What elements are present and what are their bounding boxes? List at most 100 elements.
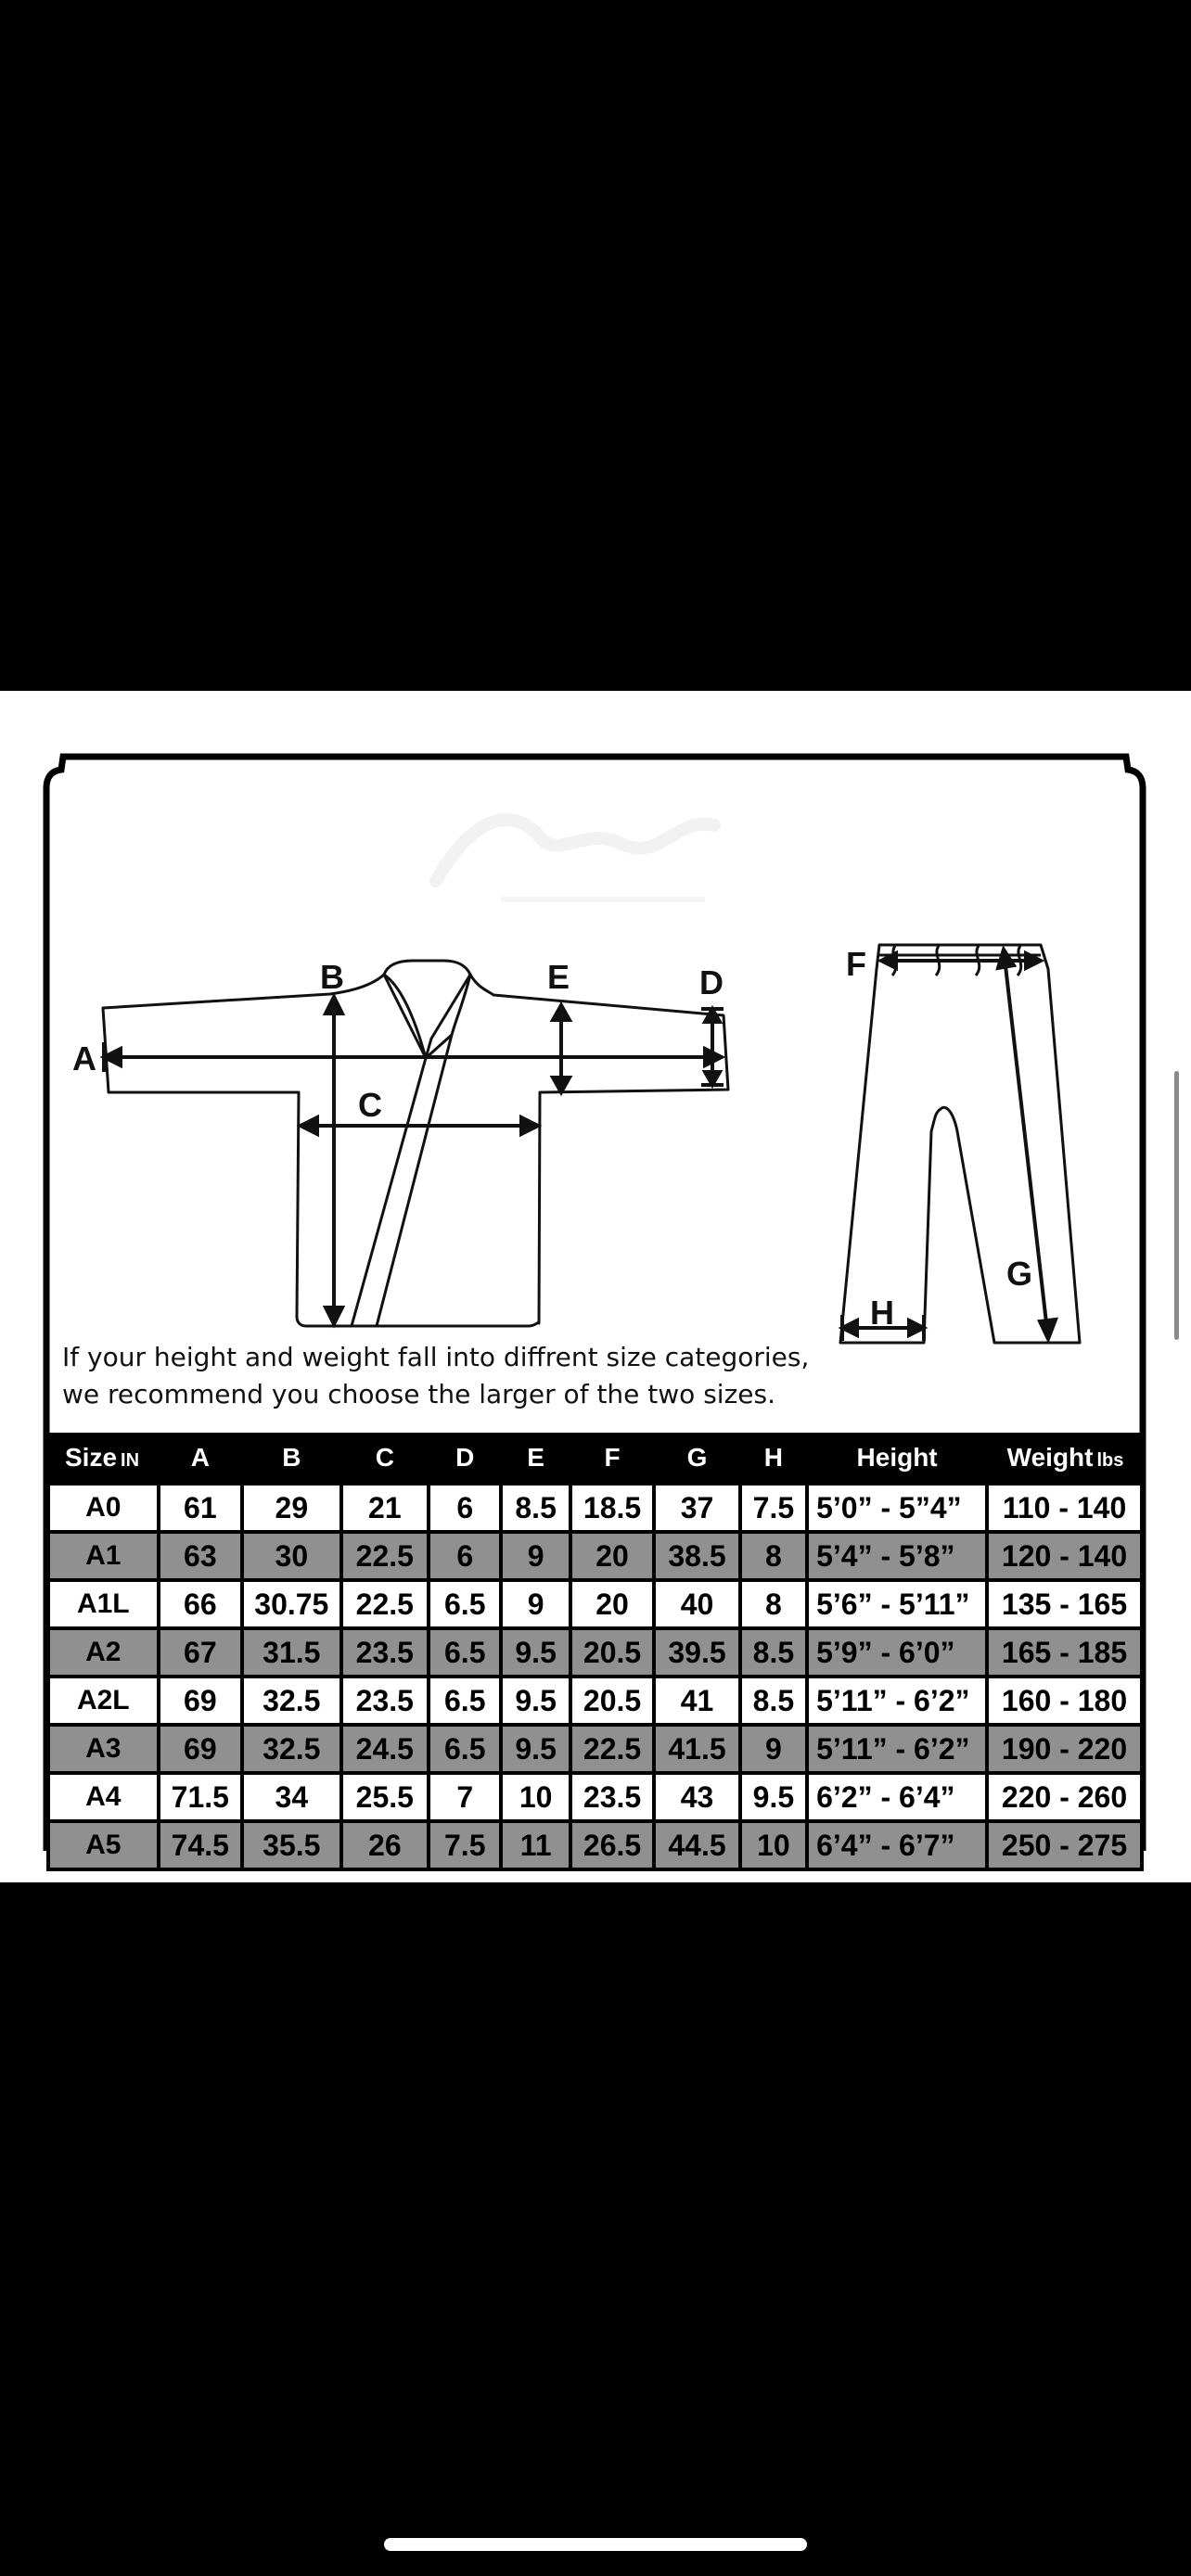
column-header-label: Weight xyxy=(1006,1442,1094,1472)
table-cell: A4 xyxy=(46,1771,160,1823)
table-cell: 69 xyxy=(156,1723,245,1775)
table-cell: A5 xyxy=(46,1819,160,1871)
table-cell: 23.5 xyxy=(339,1626,431,1678)
table-cell: 25.5 xyxy=(339,1771,431,1823)
table-cell: 43 xyxy=(652,1771,742,1823)
table-cell: 26 xyxy=(339,1819,431,1871)
table-cell: 6.5 xyxy=(427,1626,504,1678)
table-cell: 29 xyxy=(240,1482,343,1534)
table-cell: 5’11” - 6’2” xyxy=(805,1675,990,1727)
table-cell: 71.5 xyxy=(156,1771,245,1823)
table-cell: 9.5 xyxy=(499,1626,572,1678)
table-cell: 30.75 xyxy=(240,1578,343,1630)
table-cell: 220 - 260 xyxy=(985,1771,1144,1823)
column-header: D xyxy=(427,1433,502,1484)
table-cell: 110 - 140 xyxy=(985,1482,1144,1534)
column-header: G xyxy=(652,1433,740,1484)
table-cell: 21 xyxy=(339,1482,431,1534)
table-cell: 5’0” - 5”4” xyxy=(805,1482,990,1534)
column-header-label: C xyxy=(375,1442,394,1472)
table-cell: 24.5 xyxy=(339,1723,431,1775)
table-cell: 160 - 180 xyxy=(985,1675,1144,1727)
table-cell: 22.5 xyxy=(568,1723,657,1775)
table-cell: 120 - 140 xyxy=(985,1530,1144,1582)
column-header-label: G xyxy=(686,1442,708,1472)
size-chart-frame xyxy=(43,751,1146,1851)
top-black-area xyxy=(0,0,1191,691)
home-indicator[interactable] xyxy=(384,2538,807,2551)
table-cell: 6’2” - 6’4” xyxy=(805,1771,990,1823)
watermark-logo xyxy=(429,813,721,902)
table-cell: 5’11” - 6’2” xyxy=(805,1723,990,1775)
table-cell: 22.5 xyxy=(339,1530,431,1582)
column-header: Height xyxy=(805,1433,988,1484)
table-cell: 8.5 xyxy=(499,1482,572,1534)
table-cell: A2 xyxy=(46,1626,160,1678)
table-cell: 20.5 xyxy=(568,1626,657,1678)
table-cell: 7 xyxy=(427,1771,504,1823)
table-cell: A2L xyxy=(46,1675,160,1727)
table-cell: 5’4” - 5’8” xyxy=(805,1530,990,1582)
table-cell: 6 xyxy=(427,1530,504,1582)
table-cell: 10 xyxy=(737,1819,810,1871)
table-cell: 23.5 xyxy=(568,1771,657,1823)
table-cell: 7.5 xyxy=(737,1482,810,1534)
table-cell: A0 xyxy=(46,1482,160,1534)
column-header: A xyxy=(156,1433,243,1484)
table-cell: 9 xyxy=(499,1578,572,1630)
note-line-2: we recommend you choose the larger of th… xyxy=(62,1379,775,1409)
table-cell: 9.5 xyxy=(737,1771,810,1823)
table-cell: 6’4” - 6’7” xyxy=(805,1819,990,1871)
table-cell: 23.5 xyxy=(339,1675,431,1727)
table-cell: 41.5 xyxy=(652,1723,742,1775)
table-cell: 8 xyxy=(737,1578,810,1630)
scroll-indicator[interactable] xyxy=(1174,1071,1179,1340)
table-cell: 7.5 xyxy=(427,1819,504,1871)
table-cell: 35.5 xyxy=(240,1819,343,1871)
column-header-label: E xyxy=(527,1442,544,1472)
table-cell: 74.5 xyxy=(156,1819,245,1871)
table-cell: 5’6” - 5’11” xyxy=(805,1578,990,1630)
table-cell: 32.5 xyxy=(240,1675,343,1727)
table-cell: 26.5 xyxy=(568,1819,657,1871)
table-cell: 39.5 xyxy=(652,1626,742,1678)
table-cell: 30 xyxy=(240,1530,343,1582)
table-cell: 34 xyxy=(240,1771,343,1823)
table-cell: 61 xyxy=(156,1482,245,1534)
table-cell: 190 - 220 xyxy=(985,1723,1144,1775)
table-cell: 67 xyxy=(156,1626,245,1678)
column-header-unit: IN xyxy=(121,1449,140,1471)
column-header: H xyxy=(737,1433,808,1484)
table-cell: 41 xyxy=(652,1675,742,1727)
table-cell: 6.5 xyxy=(427,1675,504,1727)
table-cell: 9 xyxy=(737,1723,810,1775)
table-cell: 6 xyxy=(427,1482,504,1534)
table-cell: 32.5 xyxy=(240,1723,343,1775)
column-header-label: Height xyxy=(856,1442,938,1472)
table-cell: 66 xyxy=(156,1578,245,1630)
table-cell: 8.5 xyxy=(737,1626,810,1678)
table-cell: 63 xyxy=(156,1530,245,1582)
column-header: F xyxy=(568,1433,655,1484)
table-cell: 22.5 xyxy=(339,1578,431,1630)
note-line-1: If your height and weight fall into diff… xyxy=(62,1342,810,1372)
table-cell: 40 xyxy=(652,1578,742,1630)
column-header-label: D xyxy=(455,1442,475,1472)
table-cell: A1 xyxy=(46,1530,160,1582)
column-header-label: Size xyxy=(65,1442,118,1472)
table-cell: 18.5 xyxy=(568,1482,657,1534)
table-cell: 6.5 xyxy=(427,1578,504,1630)
table-cell: 69 xyxy=(156,1675,245,1727)
table-cell: 31.5 xyxy=(240,1626,343,1678)
table-cell: 5’9” - 6’0” xyxy=(805,1626,990,1678)
table-cell: 9 xyxy=(499,1530,572,1582)
